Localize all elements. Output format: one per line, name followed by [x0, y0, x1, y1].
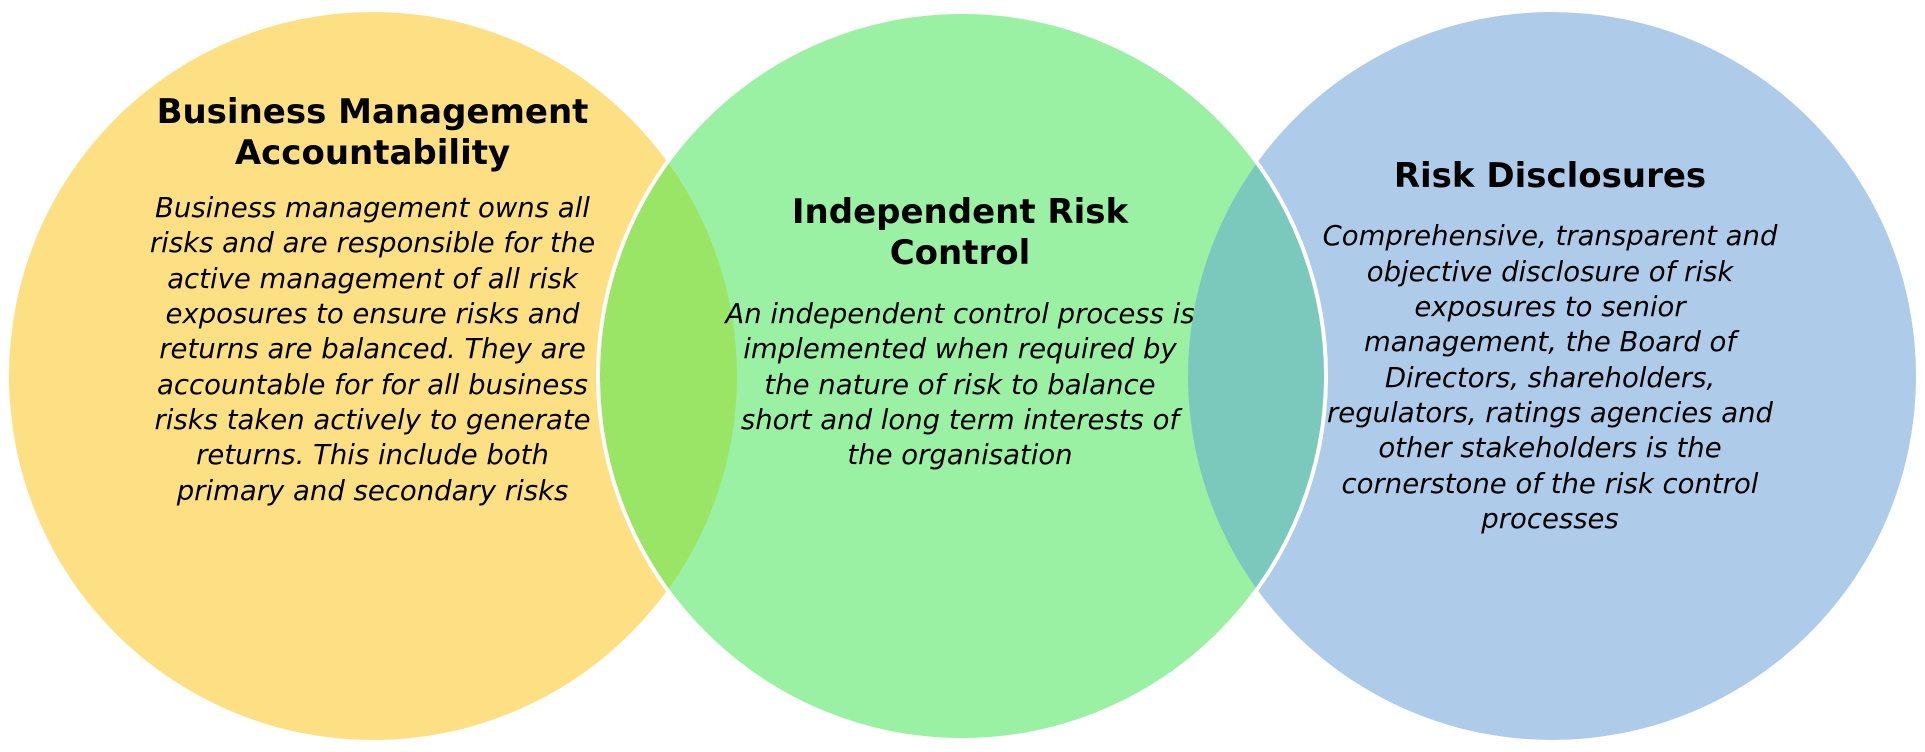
- center-circle-title: Independent Risk Control: [791, 192, 1129, 274]
- center-circle-outline: [596, 10, 1328, 742]
- left-circle: [9, 12, 737, 740]
- right-circle-body: Comprehensive, transparent and objective…: [1322, 220, 1778, 536]
- center-circle: [598, 12, 1326, 740]
- right-circle-content: Risk Disclosures Comprehensive, transpar…: [1315, 156, 1785, 537]
- center-circle-body: An independent control process is implem…: [725, 297, 1195, 472]
- left-circle-body: Business management owns all risks and a…: [149, 191, 596, 507]
- right-circle-title: Risk Disclosures: [1393, 156, 1707, 196]
- left-circle-title: Business Management Accountability: [156, 92, 589, 174]
- left-circle-content: Business Management Accountability Busin…: [140, 92, 605, 509]
- center-circle-content: Independent Risk Control An independent …: [725, 192, 1195, 474]
- right-circle: [1188, 12, 1916, 740]
